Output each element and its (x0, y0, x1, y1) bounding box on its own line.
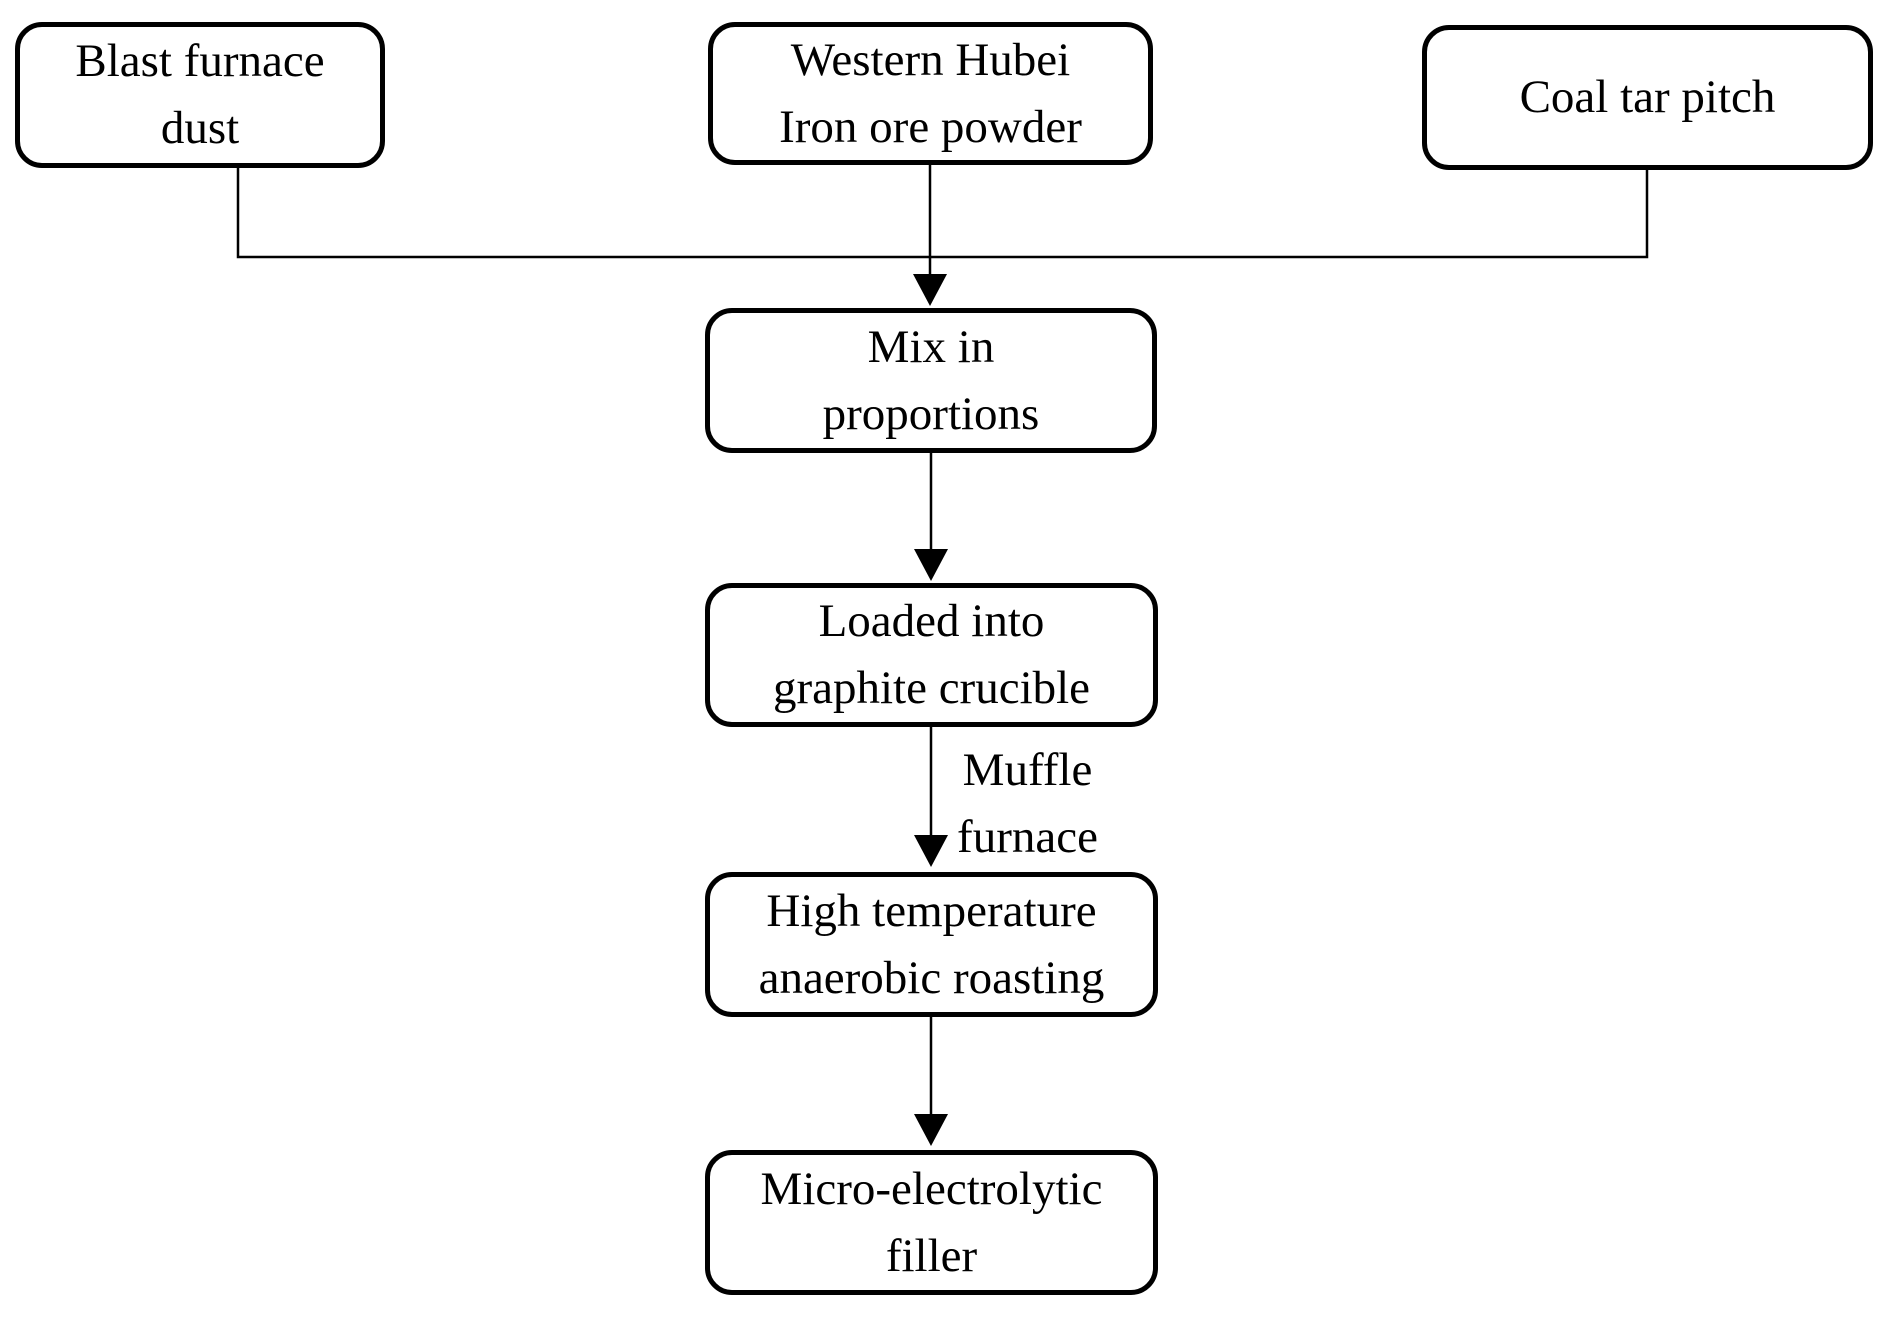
connector-inputs-merge-rail (236, 168, 1649, 259)
arrowhead-into-filler (914, 1114, 948, 1146)
node-loaded-into-graphite-crucible: Loaded into graphite crucible (705, 583, 1158, 727)
node-high-temperature-anaerobic-roasting: High temperature anaerobic roasting (705, 872, 1158, 1017)
node-mix-in-proportions: Mix in proportions (705, 308, 1157, 453)
arrowhead-into-mix (913, 274, 947, 306)
arrowhead-into-crucible (914, 549, 948, 581)
node-blast-furnace-dust: Blast furnace dust (15, 22, 385, 168)
edge-label-muffle-furnace: Muffle furnace (957, 744, 1098, 863)
arrowhead-into-roasting (914, 835, 948, 867)
node-coal-tar-pitch: Coal tar pitch (1422, 25, 1873, 170)
node-western-hubei-iron-ore-powder: Western Hubei Iron ore powder (708, 22, 1153, 165)
node-micro-electrolytic-filler: Micro-electrolytic filler (705, 1150, 1158, 1295)
